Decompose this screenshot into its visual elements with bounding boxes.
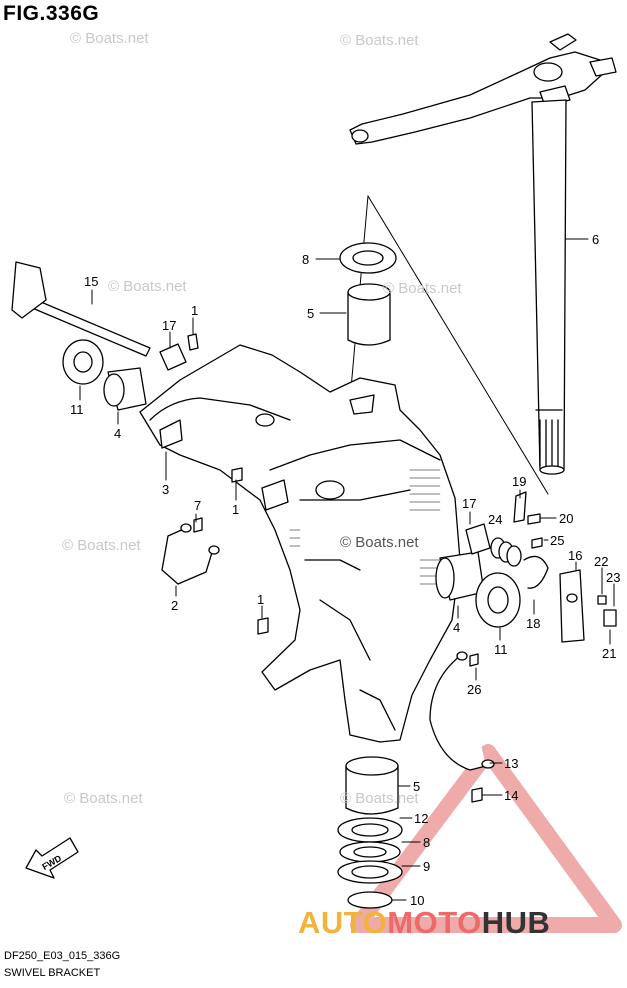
top-washer-bushing	[339, 242, 397, 346]
left-washer-bushing	[62, 339, 147, 411]
logo-part-moto: MOTO	[387, 905, 482, 940]
leader-lines	[79, 238, 615, 901]
callout-24: 24	[488, 512, 502, 527]
watermark: © Boats.net	[340, 32, 419, 49]
callout-1a: 1	[191, 303, 198, 318]
callout-12: 12	[414, 811, 428, 826]
watermark: © Boats.net	[62, 537, 141, 554]
logo-part-auto: AUTO	[298, 905, 388, 940]
callout-8b: 8	[423, 835, 430, 850]
long-ground-wire	[429, 651, 495, 803]
callout-4a: 4	[114, 426, 121, 441]
callout-1b: 1	[232, 502, 239, 517]
callout-4b: 4	[453, 620, 460, 635]
callout-14: 14	[504, 788, 518, 803]
left-fittings	[159, 333, 199, 371]
tiller-arm	[349, 33, 617, 145]
callout-19: 19	[512, 474, 526, 489]
through-pipe	[11, 261, 151, 357]
callout-25: 25	[550, 533, 564, 548]
callout-1c: 1	[257, 592, 264, 607]
callout-16: 16	[568, 548, 582, 563]
ground-wire	[161, 467, 269, 635]
guide-line	[367, 195, 549, 495]
lower-bushing-stack	[337, 756, 403, 909]
callout-20: 20	[559, 511, 573, 526]
swivel-bracket-body	[139, 344, 461, 743]
figure-title: FIG.336G	[3, 2, 100, 25]
callout-26: 26	[467, 682, 481, 697]
callout-10: 10	[410, 893, 424, 908]
figure-code: DF250_E03_015_336G	[4, 950, 121, 962]
callout-3: 3	[162, 482, 169, 497]
callout-5b: 5	[413, 779, 420, 794]
callout-7: 7	[194, 498, 201, 513]
callout-18: 18	[526, 616, 540, 631]
watermark: © Boats.net	[70, 30, 149, 47]
callout-11b: 11	[494, 642, 508, 657]
callout-13: 13	[504, 756, 518, 771]
callout-2: 2	[171, 598, 178, 613]
callout-21: 21	[602, 646, 616, 661]
watermark: © Boats.net	[108, 278, 187, 295]
callout-5a: 5	[307, 306, 314, 321]
watermark: © Boats.net	[340, 534, 419, 551]
watermark: © Boats.net	[383, 280, 462, 297]
logo-triangle	[350, 744, 622, 933]
bracket-hatching	[289, 469, 446, 585]
callout-23: 23	[606, 570, 620, 585]
callout-17a: 17	[162, 318, 176, 333]
callout-8a: 8	[302, 252, 309, 267]
logo-part-hub: HUB	[481, 905, 551, 940]
callout-11a: 11	[70, 402, 84, 417]
callout-17b: 17	[462, 496, 476, 511]
watermark: © Boats.net	[340, 790, 419, 807]
watermark: © Boats.net	[64, 790, 143, 807]
callout-22: 22	[594, 554, 608, 569]
callout-9: 9	[423, 859, 430, 874]
figure-name: SWIVEL BRACKET	[4, 967, 101, 979]
callout-6: 6	[592, 232, 599, 247]
automotohub-logo: AUTOMOTOHUB	[298, 905, 550, 941]
callout-15: 15	[84, 274, 98, 289]
right-side-parts	[435, 491, 617, 643]
steering-shaft	[531, 99, 567, 475]
callout-labels: 1 1 1 2 3 4 4 5 5 6 7 8 8 9 10 11 11 12 …	[70, 232, 620, 908]
fwd-arrow	[25, 837, 79, 879]
